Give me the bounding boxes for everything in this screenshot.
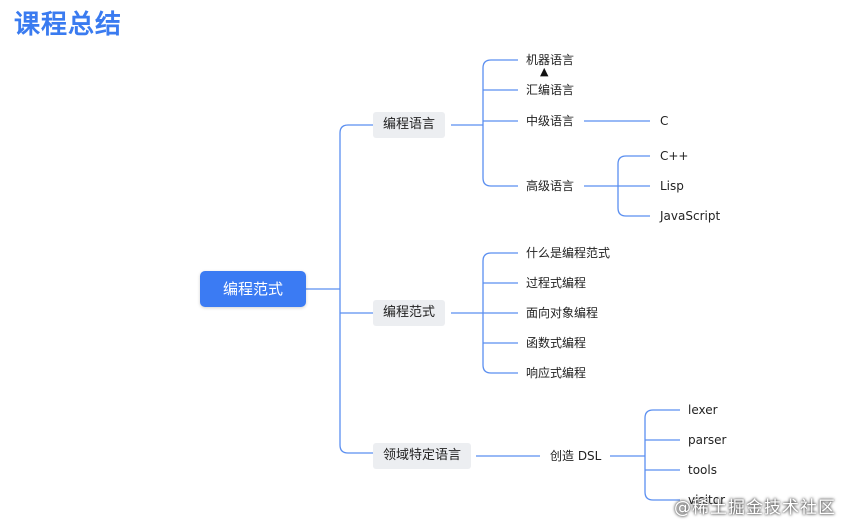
branch-node-programming-paradigms: 编程范式 (373, 300, 446, 326)
node-lexer: lexer (688, 403, 718, 417)
node-mid-level-language: 中级语言 (526, 114, 575, 128)
node-machine-language: 机器语言 (526, 53, 575, 67)
node-create-dsl: 创造 DSL (550, 449, 602, 463)
watermark: @稀土掘金技术社区 (674, 498, 836, 518)
mouse-cursor-icon: ▲ (540, 65, 549, 78)
node-lisp: Lisp (660, 179, 684, 193)
page-title: 课程总结 (14, 10, 123, 40)
node-reactive: 响应式编程 (526, 366, 587, 380)
node-high-level-language: 高级语言 (526, 179, 575, 193)
node-tools: tools (688, 463, 717, 477)
node-object-oriented: 面向对象编程 (526, 306, 599, 320)
node-functional: 函数式编程 (526, 336, 587, 350)
branch-node-dsl: 领域特定语言 (373, 443, 472, 469)
node-c: C (660, 114, 669, 128)
node-parser: parser (688, 433, 727, 447)
node-assembly-language: 汇编语言 (526, 83, 575, 97)
node-visitor: visitor (688, 493, 726, 507)
node-procedural: 过程式编程 (526, 276, 587, 290)
branch-node-programming-languages: 编程语言 (373, 112, 446, 138)
node-javascript: JavaScript (660, 209, 721, 223)
node-cpp: C++ (660, 149, 689, 163)
root-node: 编程范式 (200, 271, 306, 307)
node-what-is-paradigm: 什么是编程范式 (526, 246, 611, 260)
